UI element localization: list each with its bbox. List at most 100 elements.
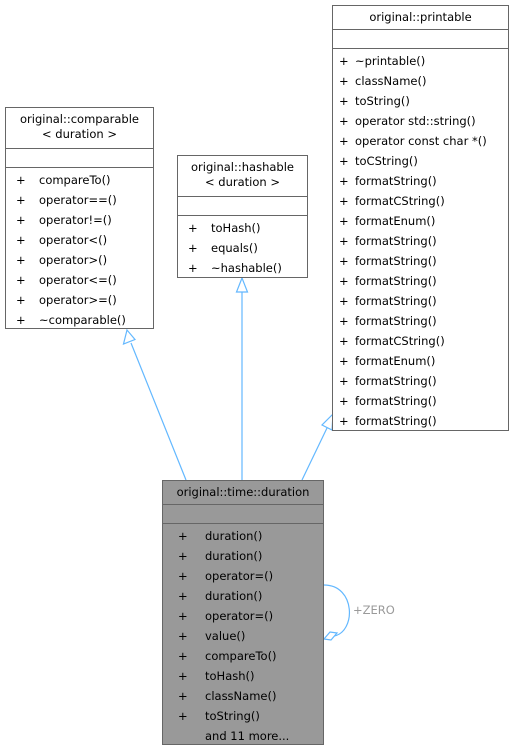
method-row[interactable]: +~hashable() — [178, 258, 307, 278]
method-row[interactable]: + operator>() — [6, 250, 153, 270]
class-hashable-title-line2: < duration > — [205, 175, 280, 189]
method-row[interactable]: +operator==() — [6, 190, 153, 210]
method-row[interactable]: +formatString() — [333, 171, 508, 191]
method-row[interactable]: +operator>=() — [6, 290, 153, 310]
method-row[interactable]: + operator<() — [6, 230, 153, 250]
method-visibility: + — [339, 314, 349, 328]
edge-duration-comparable — [130, 342, 187, 481]
method-name: formatEnum() — [355, 214, 436, 228]
method-name: formatString() — [355, 374, 437, 388]
method-name: toString() — [205, 709, 260, 723]
method-row[interactable]: +operator=() — [163, 606, 323, 626]
method-row[interactable]: +toString() — [333, 91, 508, 111]
method-visibility: + — [16, 233, 26, 247]
method-visibility: + — [339, 74, 349, 88]
method-visibility: + — [16, 313, 26, 327]
method-row[interactable]: + duration() — [163, 586, 323, 606]
method-row[interactable]: +toHash() — [178, 218, 307, 238]
method-visibility: + — [178, 689, 188, 703]
method-row[interactable]: +operator!=() — [6, 210, 153, 230]
edge-arrowhead-comparable — [122, 328, 136, 345]
method-name: formatString() — [355, 414, 437, 428]
method-row[interactable]: +toString() — [163, 706, 323, 726]
method-row[interactable]: +formatString() — [333, 291, 508, 311]
method-row[interactable]: +className() — [163, 686, 323, 706]
method-row[interactable]: +toCString() — [333, 151, 508, 171]
method-name: operator=() — [205, 609, 274, 623]
method-row[interactable]: +operator<=() — [6, 270, 153, 290]
class-comparable-title: original::comparable < duration > — [6, 108, 153, 148]
method-name: formatString() — [355, 394, 437, 408]
method-visibility: + — [339, 134, 349, 148]
class-hashable-title: original::hashable < duration > — [178, 156, 307, 196]
class-comparable-attributes — [6, 148, 153, 167]
method-name: operator=() — [205, 569, 274, 583]
method-row[interactable]: +formatEnum() — [333, 351, 508, 371]
method-name: operator>() — [39, 253, 108, 267]
method-row[interactable]: + formatString() — [333, 391, 508, 411]
method-row[interactable]: + formatString() — [333, 411, 508, 431]
self-edge-label-zero: +ZERO — [353, 603, 395, 617]
method-name: formatString() — [355, 314, 437, 328]
method-name: operator const char *() — [355, 134, 487, 148]
method-row[interactable]: +formatString() — [333, 251, 508, 271]
class-hashable-title-line1: original::hashable — [191, 160, 294, 174]
class-printable-methods: +~printable()+className()+toString()+ope… — [333, 48, 508, 431]
method-visibility: + — [178, 669, 188, 683]
method-row[interactable]: +formatCString() — [333, 331, 508, 351]
method-name: ~comparable() — [39, 313, 126, 327]
method-name: compareTo() — [39, 173, 111, 187]
method-row[interactable]: + ~comparable() — [6, 310, 153, 330]
method-name: toHash() — [211, 221, 261, 235]
method-row[interactable]: +~printable() — [333, 51, 508, 71]
method-row[interactable]: + formatEnum() — [333, 211, 508, 231]
class-hashable-methods: +toHash()+equals()+~hashable() — [178, 215, 307, 278]
method-name: formatString() — [355, 294, 437, 308]
method-row[interactable]: +formatString() — [333, 231, 508, 251]
method-row[interactable]: +toHash() — [163, 666, 323, 686]
method-visibility: + — [339, 214, 349, 228]
method-name: duration() — [205, 549, 263, 563]
method-name: duration() — [205, 529, 263, 543]
more-methods-link[interactable]: and 11 more... — [205, 729, 290, 743]
method-visibility: + — [16, 213, 26, 227]
class-duration-title: original::time::duration — [176, 485, 310, 499]
method-name: ~printable() — [355, 54, 426, 68]
method-visibility: + — [178, 589, 188, 603]
method-visibility: + — [178, 649, 188, 663]
method-name: formatCString() — [355, 334, 445, 348]
method-visibility: + — [339, 414, 349, 428]
method-visibility: + — [339, 174, 349, 188]
class-comparable-methods: +compareTo()+operator==()+operator!=()+o… — [6, 167, 153, 330]
method-name: operator<() — [39, 233, 108, 247]
class-printable-attributes — [333, 29, 508, 48]
method-row[interactable]: +compareTo() — [163, 646, 323, 666]
method-visibility: + — [339, 274, 349, 288]
method-row[interactable]: +formatString() — [333, 271, 508, 291]
method-name: toCString() — [355, 154, 418, 168]
method-row[interactable]: +duration() — [163, 526, 323, 546]
method-row[interactable]: +duration() — [163, 546, 323, 566]
method-name: formatCString() — [355, 194, 445, 208]
method-row[interactable]: +formatString() — [333, 371, 508, 391]
method-row[interactable]: + formatString() — [333, 311, 508, 331]
method-row[interactable]: +className() — [333, 71, 508, 91]
method-visibility: + — [16, 253, 26, 267]
method-name: duration() — [205, 589, 263, 603]
method-row[interactable]: +formatCString() — [333, 191, 508, 211]
method-visibility: + — [339, 394, 349, 408]
method-row[interactable]: +value() — [163, 626, 323, 646]
method-row[interactable]: +operator=() — [163, 566, 323, 586]
class-duration[interactable]: original::time::duration +duration()+dur… — [162, 480, 324, 745]
method-visibility: + — [188, 241, 198, 255]
method-row[interactable]: + operator const char *() — [333, 131, 508, 151]
method-row[interactable]: +operator std::string() — [333, 111, 508, 131]
class-printable-title: original::printable — [369, 10, 472, 24]
class-hashable-attributes — [178, 196, 307, 215]
class-comparable[interactable]: original::comparable < duration > +compa… — [5, 107, 154, 329]
method-row[interactable]: +equals() — [178, 238, 307, 258]
class-printable[interactable]: original::printable +~printable()+classN… — [332, 5, 509, 431]
class-hashable[interactable]: original::hashable < duration > +toHash(… — [177, 155, 308, 278]
method-row[interactable]: +compareTo() — [6, 170, 153, 190]
